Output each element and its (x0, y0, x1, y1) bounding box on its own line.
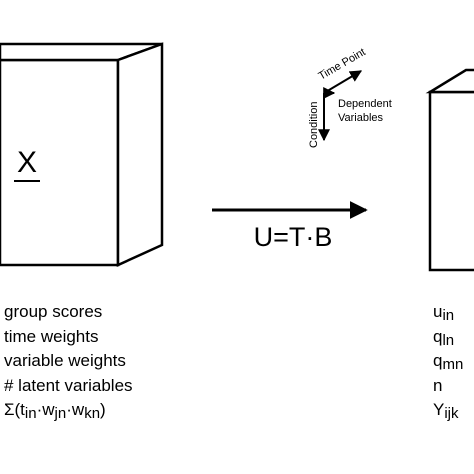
right-symbol-list: uin qln qmn n Yijk (433, 300, 463, 423)
q-ln-symbol: qln (433, 326, 455, 349)
formula-label: U=T·B (254, 222, 333, 252)
left-term-list: group scores time weights variable weigh… (4, 300, 133, 423)
right-cube-front-face (428, 90, 474, 272)
condition-label: Condition (308, 102, 320, 148)
time-weights-text: time weights (4, 326, 99, 346)
dependent-label: Dependent (338, 98, 392, 110)
latent-variables-text: # latent variables (4, 375, 133, 395)
group-scores-text: group scores (4, 302, 103, 321)
right-cube-top-face (425, 68, 474, 94)
axes-legend: Time Point Dependent Variables Condition (308, 46, 392, 148)
q-mn-symbol: qmn (433, 351, 464, 374)
y-symbol: Yijk (433, 400, 459, 423)
right-cube (425, 68, 474, 272)
transform-arrow: U=T·B (212, 201, 368, 252)
variables-label: Variables (338, 112, 384, 124)
n-symbol: n (433, 375, 443, 395)
time-point-label: Time Point (317, 46, 368, 82)
sum-formula: Σ(tin·wjn·wkn) (4, 400, 106, 423)
left-cube-side-face (116, 42, 164, 267)
u-symbol: uin (433, 302, 455, 324)
variable-weights-text: variable weights (4, 351, 126, 371)
left-cube: X (0, 42, 164, 267)
cube-label-x: X (17, 146, 37, 179)
